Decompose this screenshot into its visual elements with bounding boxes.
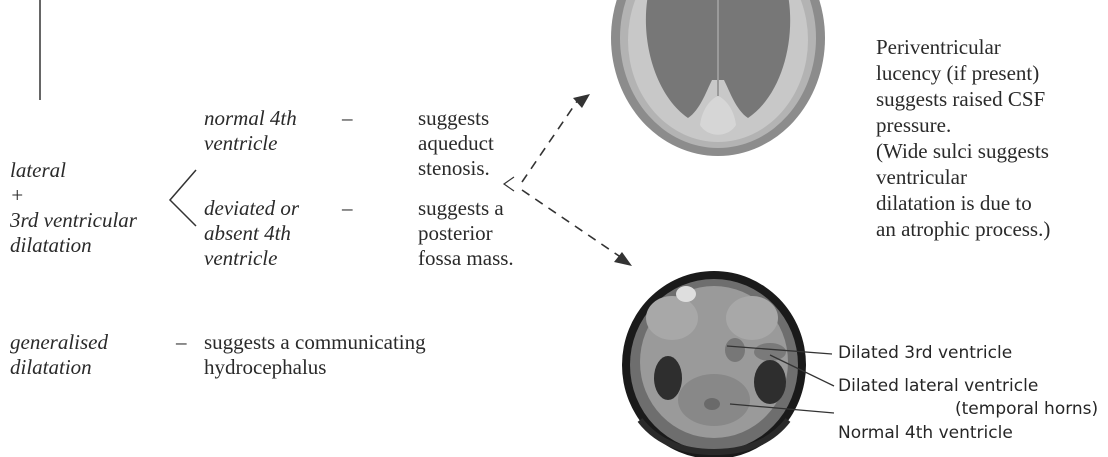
lateral-label: lateral + 3rd ventricular dilatation	[10, 158, 137, 258]
periventricular-note: Periventricular lucency (if present) sug…	[876, 34, 1050, 242]
label-dilated-3rd-ventricle: Dilated 3rd ventricle	[838, 342, 1012, 364]
arrowhead-upper	[573, 94, 590, 108]
communicating-hydrocephalus-text: suggests a communicating hydrocephalus	[204, 330, 426, 380]
dashed-arrow-lower	[522, 190, 622, 258]
aqueduct-stenosis-text: suggests aqueduct stenosis.	[418, 106, 494, 181]
label-temporal-horns: (temporal horns)	[955, 398, 1098, 420]
deviated-4th-ventricle-label: deviated or absent 4th ventricle	[204, 196, 299, 271]
lower-dash: –	[342, 196, 353, 221]
dashed-arrow-upper	[522, 97, 580, 182]
generalised-dash: –	[176, 330, 187, 355]
label-dilated-lateral-ventricle: Dilated lateral ventricle	[838, 375, 1038, 397]
posterior-fossa-text: suggests a posterior fossa mass.	[418, 196, 514, 271]
normal-4th-ventricle-label: normal 4th ventricle	[204, 106, 297, 156]
ct-scan-lower	[622, 271, 806, 457]
label-normal-4th-ventricle: Normal 4th ventricle	[838, 422, 1013, 444]
small-brace	[504, 177, 514, 191]
generalised-label: generalised dilatation	[10, 330, 108, 380]
ct-scan-upper	[611, 0, 825, 156]
upper-dash: –	[342, 106, 353, 131]
branch-bracket	[170, 170, 196, 226]
